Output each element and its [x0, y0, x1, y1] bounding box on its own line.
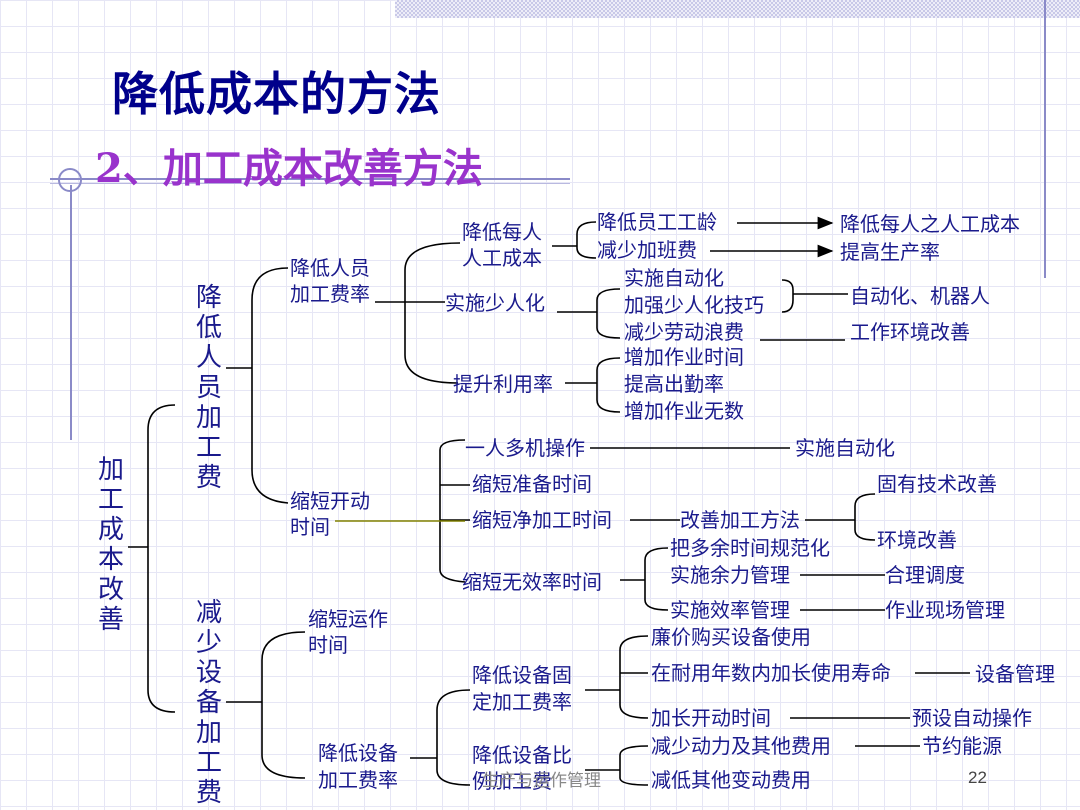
node-waste: 减少劳动浪费: [624, 320, 744, 344]
node-multi-result: 实施自动化: [795, 436, 895, 460]
node-equip-rate-line1: 降低设备: [318, 741, 398, 765]
node-fixed-line2: 定加工费率: [472, 690, 572, 714]
node-reduce-rate-line2: 加工费率: [290, 282, 370, 306]
node-work-days: 增加作业无数: [624, 399, 744, 423]
node-save-energy: 节约能源: [922, 734, 1002, 758]
node-ratio-line1: 降低设备比: [472, 743, 572, 767]
node-scheduling: 合理调度: [885, 563, 965, 587]
node-extend-life: 在耐用年数内加长使用寿命: [651, 661, 891, 685]
footer-watermark: 生产与运作管理: [482, 771, 601, 791]
node-ratio-line2: 例加工费: [472, 769, 552, 793]
node-reduce-variable: 减低其他变动费用: [651, 768, 811, 792]
node-overtime: 减少加班费: [597, 238, 697, 262]
node-productivity: 提高生产率: [840, 240, 940, 264]
node-shorten-line1: 缩短开动: [290, 489, 370, 513]
node-automation: 实施自动化: [624, 266, 724, 290]
node-environment: 工作环境改善: [850, 320, 970, 344]
node-efficiency: 实施效率管理: [670, 598, 790, 622]
node-shorten-line2: 时间: [290, 515, 330, 539]
node-per-person-result: 降低每人之人工成本: [840, 212, 1020, 236]
node-attendance: 提高出勤率: [624, 372, 724, 396]
node-standardize: 把多余时间规范化: [670, 536, 830, 560]
page-subtitle: 2、加工成本改善方法: [95, 145, 483, 192]
node-net-time: 缩短净加工时间: [472, 508, 612, 532]
node-inherent-tech: 固有技术改善: [877, 472, 997, 496]
top-decorative-band: [395, 0, 1080, 18]
node-equip-rate-line2: 加工费率: [318, 768, 398, 792]
node-robots: 自动化、机器人: [850, 284, 990, 308]
node-equip-mgmt: 设备管理: [975, 662, 1055, 686]
node-multi-machine: 一人多机操作: [465, 436, 585, 460]
title-underline: [50, 178, 570, 180]
node-invalid-time: 缩短无效率时间: [462, 570, 602, 594]
node-equip-shorten-line1: 缩短运作: [308, 607, 388, 631]
left-decorative-line: [70, 185, 72, 440]
node-site-mgmt: 作业现场管理: [885, 598, 1005, 622]
node-seniority: 降低员工工龄: [597, 210, 717, 234]
root-label: 加工成本改善: [97, 455, 124, 635]
title-underline-thin: [50, 183, 570, 184]
page-title: 降低成本的方法: [112, 67, 441, 121]
page-number: 22: [968, 768, 987, 787]
node-fixed-line1: 降低设备固: [472, 663, 572, 687]
node-improve-method: 改善加工方法: [680, 508, 800, 532]
node-per-person-line2: 人工成本: [462, 246, 542, 270]
node-buy-cheap: 廉价购买设备使用: [651, 625, 811, 649]
node-per-person-line1: 降低每人: [462, 220, 542, 244]
node-fewer-people: 实施少人化: [445, 291, 545, 315]
node-env-improve: 环境改善: [877, 528, 957, 552]
node-skill: 加强少人化技巧: [624, 293, 764, 317]
node-utilization: 提升利用率: [453, 372, 553, 396]
node-reduce-rate-line1: 降低人员: [290, 256, 370, 280]
decorative-circle: [58, 168, 82, 192]
node-equip-shorten-line2: 时间: [308, 633, 348, 657]
branch-labor-label: 降低人员加工费: [195, 283, 222, 493]
node-reduce-power: 减少动力及其他费用: [651, 734, 831, 758]
branch-equip-label: 减少设备加工费: [195, 598, 222, 808]
node-prep-time: 缩短准备时间: [472, 472, 592, 496]
node-surplus: 实施余力管理: [670, 563, 790, 587]
node-preset-auto: 预设自动操作: [912, 706, 1032, 730]
node-extend-run: 加长开动时间: [651, 706, 771, 730]
node-work-time: 增加作业时间: [624, 345, 744, 369]
right-decorative-line: [1044, 0, 1046, 278]
